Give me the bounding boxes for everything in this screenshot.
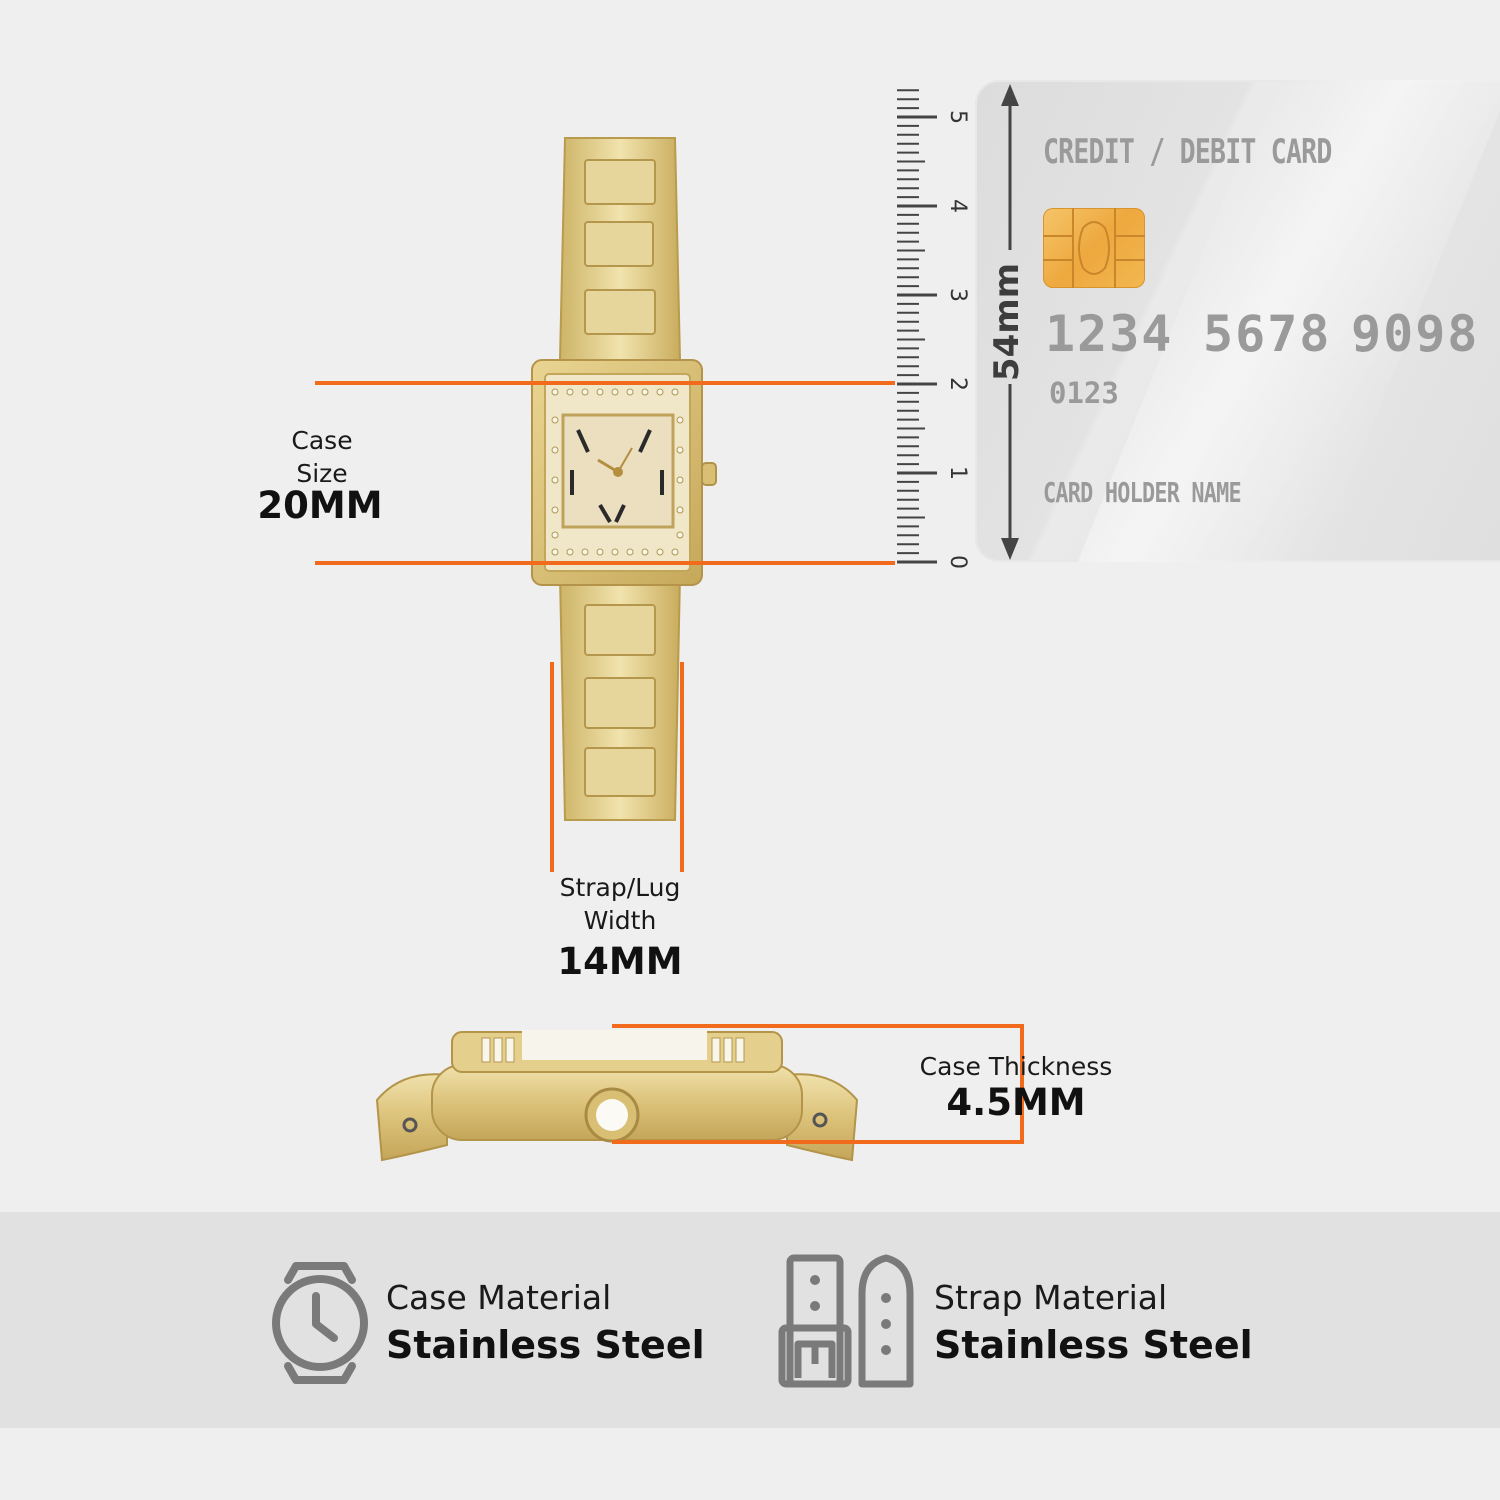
case-material-value: Stainless Steel — [386, 1323, 705, 1367]
case-thickness-label: Case Thickness — [919, 1052, 1113, 1081]
card-holder-name: CARD HOLDER NAME — [1043, 476, 1242, 509]
strap-icon — [778, 1254, 914, 1388]
card-small-number: 0123 — [1049, 376, 1119, 410]
ruler-tick-label: 0 — [945, 555, 970, 568]
strap-width-label-line1: Strap/Lug — [559, 873, 681, 902]
ruler-tick-label: 3 — [945, 288, 970, 302]
ruler-tick-label: 2 — [945, 377, 970, 391]
case-size-label: Case Size — [222, 424, 422, 490]
watch-front-illustration — [531, 137, 717, 821]
materials-strip: Case Material Stainless Steel Strap Mate… — [0, 1212, 1500, 1428]
ruler-tick-label: 4 — [945, 199, 970, 213]
card-number-group-1: 1234 — [1045, 305, 1174, 363]
watch-case-icon — [272, 1262, 368, 1384]
card-height-label: 54mm — [987, 262, 1027, 382]
card-height-arrow — [1001, 84, 1019, 560]
card-number-group-2: 5678 — [1203, 305, 1332, 363]
card-number-group-3: 9098 — [1351, 305, 1480, 363]
case-material-label: Case Material — [386, 1278, 612, 1317]
ruler: 0 1 2 3 4 5 — [897, 89, 970, 568]
strap-width-value: 14MM — [557, 940, 683, 983]
strap-material-value: Stainless Steel — [934, 1323, 1253, 1367]
strap-width-label: Strap/Lug Width — [520, 871, 720, 937]
ruler-tick-label: 5 — [945, 110, 970, 124]
strap-width-label-line2: Width — [583, 906, 657, 935]
card-title: CREDIT / DEBIT CARD — [1043, 132, 1332, 172]
case-size-label-line1: Case — [291, 426, 353, 455]
case-thickness-value: 4.5MM — [946, 1081, 1086, 1124]
card-chip-icon — [1043, 208, 1145, 288]
measurement-lines — [315, 381, 1024, 1144]
credit-card-illustration: CREDIT / DEBIT CARD 1234 5678 9098 0123 … — [975, 80, 1500, 562]
case-size-label-line2: Size — [296, 459, 348, 488]
ruler-tick-label: 1 — [945, 466, 970, 480]
case-thickness-bracket — [612, 1024, 1024, 1144]
case-size-value: 20MM — [257, 484, 383, 527]
strap-material-label: Strap Material — [934, 1278, 1168, 1317]
